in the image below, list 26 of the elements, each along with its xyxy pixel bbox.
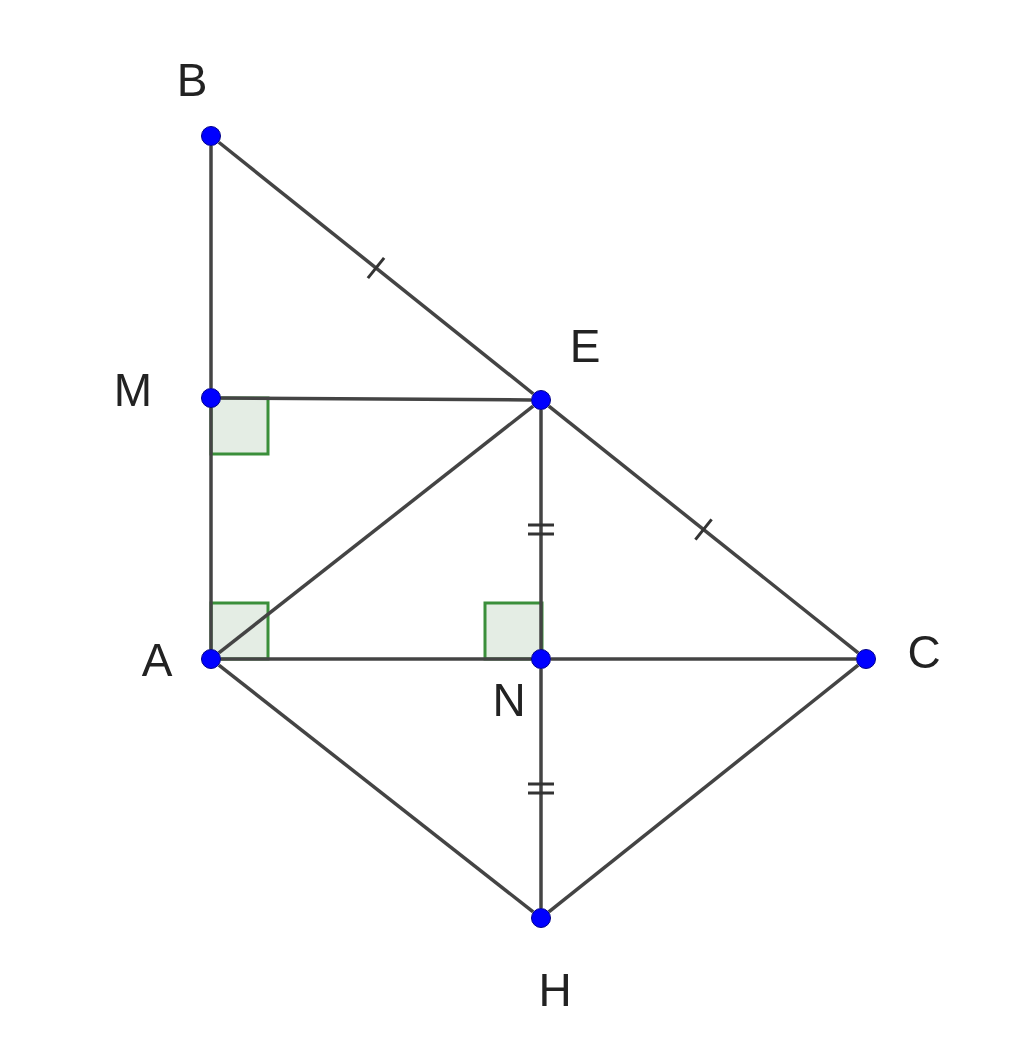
point-label: N [492, 677, 526, 723]
line-segment [547, 404, 860, 655]
point-dot [856, 649, 876, 669]
point-label: C [907, 629, 941, 675]
point-label: A [141, 637, 173, 683]
point-label: E [569, 323, 601, 369]
point-label: H [538, 967, 572, 1013]
point-dot [201, 388, 221, 408]
point-dot [531, 390, 551, 410]
point-dot [201, 126, 221, 146]
line-segment [209, 146, 213, 388]
line-segment [217, 140, 535, 396]
line-segment [209, 408, 213, 649]
line-segment [221, 396, 531, 402]
line-segment [551, 657, 856, 661]
line-segment [217, 404, 535, 655]
line-segment [221, 657, 531, 661]
line-segment [539, 669, 543, 908]
point-dot [531, 649, 551, 669]
point-label: B [176, 57, 208, 103]
point-dot [201, 649, 221, 669]
point-label: M [113, 367, 153, 413]
line-segment [547, 663, 860, 914]
point-dot [531, 908, 551, 928]
line-segment [217, 663, 535, 914]
line-segment [539, 410, 543, 649]
